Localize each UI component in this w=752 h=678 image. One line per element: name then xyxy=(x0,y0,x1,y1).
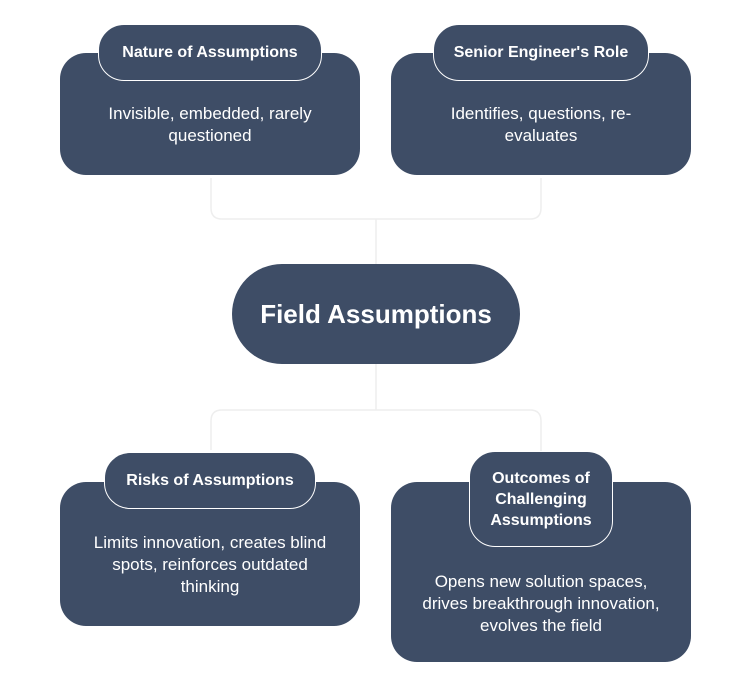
node-body: Identifies, questions, re-evaluates xyxy=(450,104,632,145)
node-header-risks: Risks of Assumptions xyxy=(104,452,316,509)
node-header-senior-engineer: Senior Engineer's Role xyxy=(433,24,649,81)
connector-bottom xyxy=(210,409,542,485)
node-header-nature: Nature of Assumptions xyxy=(98,24,322,81)
node-outcomes-of-challenging-assumptions: Opens new solution spaces, drives breakt… xyxy=(391,482,691,662)
node-risks-of-assumptions: Limits innovation, creates blind spots, … xyxy=(60,482,360,626)
center-node: Field Assumptions xyxy=(232,264,520,364)
node-body: Invisible, embedded, rarely questioned xyxy=(108,104,312,145)
node-header-outcomes: Outcomes of Challenging Assumptions xyxy=(469,451,613,547)
node-body: Limits innovation, creates blind spots, … xyxy=(93,533,327,596)
node-body: Opens new solution spaces, drives breakt… xyxy=(422,572,660,635)
connector-top xyxy=(210,178,542,220)
